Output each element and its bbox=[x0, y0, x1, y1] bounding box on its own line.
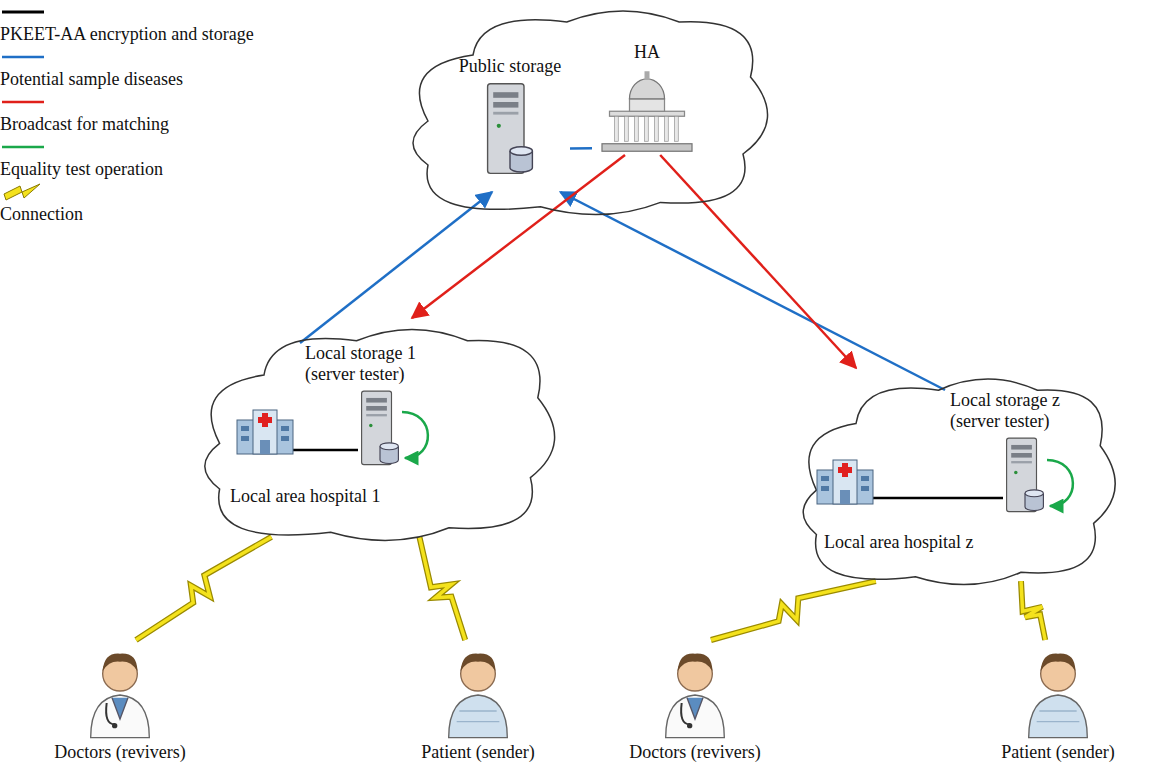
icon-holder bbox=[597, 66, 697, 154]
storage-node: Public storage bbox=[450, 56, 570, 192]
node-label: Public storage bbox=[459, 56, 561, 77]
connector-line bbox=[560, 192, 945, 390]
server-tester-node: Local storage z (server tester) bbox=[945, 390, 1105, 525]
connector bbox=[300, 192, 492, 343]
connection-bolt bbox=[711, 581, 876, 640]
encryption-storage-line bbox=[293, 449, 358, 452]
hospital-holder bbox=[815, 456, 875, 506]
legend-text: Equality test operation bbox=[0, 159, 163, 179]
hospital-cloud: Local area hospital z Local storage z (se… bbox=[790, 368, 1120, 590]
legend-sample bbox=[0, 45, 46, 69]
icon-holder bbox=[1002, 435, 1048, 517]
bolt-outline bbox=[1021, 581, 1045, 640]
legend-text: Broadcast for matching bbox=[0, 114, 169, 134]
legend-text: Connection bbox=[0, 204, 83, 224]
patient-icon bbox=[1018, 643, 1098, 739]
person-node: Doctors (revivers) bbox=[615, 640, 775, 768]
connection-bolt bbox=[419, 537, 465, 640]
bolt-fill bbox=[711, 581, 876, 640]
legend-sample bbox=[0, 135, 46, 159]
icon-holder bbox=[357, 388, 403, 470]
equality-test-loop bbox=[402, 412, 428, 458]
icon-holder bbox=[1018, 643, 1098, 739]
connector-line bbox=[660, 155, 856, 368]
legend-text: PKEET-AA encryption and storage bbox=[0, 24, 254, 44]
bolt-outline bbox=[136, 537, 271, 640]
connector bbox=[660, 155, 856, 368]
person-node: Patient (sender) bbox=[978, 640, 1138, 768]
connector-line bbox=[412, 155, 625, 318]
cloud-outline bbox=[413, 11, 768, 215]
bolt-outline bbox=[711, 581, 876, 640]
cloud-outline bbox=[803, 379, 1115, 584]
node-label: Local storage z (server tester) bbox=[950, 390, 1100, 432]
person-node: Patient (sender) bbox=[398, 640, 558, 768]
server-tester-node: Local storage 1 (server tester) bbox=[300, 343, 460, 478]
encryption-storage-line bbox=[873, 497, 1003, 500]
icon-holder bbox=[438, 643, 518, 739]
icon-holder bbox=[655, 643, 735, 739]
bolt-outline bbox=[419, 537, 465, 640]
ha-building-icon bbox=[597, 66, 697, 154]
legend-row: PKEET-AA encryption and storage bbox=[0, 0, 1149, 45]
bolt-fill bbox=[1021, 581, 1045, 640]
hospital-icon bbox=[235, 406, 295, 456]
legend-row: Potential sample diseases bbox=[0, 45, 1149, 90]
connector-line bbox=[570, 147, 592, 150]
connector-line bbox=[300, 192, 492, 343]
server-icon bbox=[357, 388, 403, 470]
authority-node: HA bbox=[592, 42, 702, 155]
legend-sample bbox=[0, 0, 46, 24]
legend-text: Potential sample diseases bbox=[0, 69, 183, 89]
legend-sample bbox=[0, 180, 46, 204]
node-label: Patient (sender) bbox=[421, 742, 534, 763]
person-node: Doctors (revivers) bbox=[40, 640, 200, 768]
icon-holder bbox=[482, 80, 538, 180]
node-label: Local area hospital 1 bbox=[230, 486, 380, 507]
node-label: Local storage 1 (server tester) bbox=[305, 343, 455, 385]
server-icon bbox=[1002, 435, 1048, 517]
server-icon bbox=[482, 80, 538, 180]
node-label: Local area hospital z bbox=[824, 532, 973, 553]
node-label: Doctors (revivers) bbox=[54, 742, 185, 763]
hospital-cloud: Local area hospital 1 Local storage 1 (se… bbox=[190, 318, 560, 546]
bolt-fill bbox=[136, 537, 271, 640]
doctor-icon bbox=[80, 643, 160, 739]
bolt-fill bbox=[419, 537, 465, 640]
connector bbox=[560, 192, 945, 390]
legend-row: Broadcast for matching bbox=[0, 90, 1149, 135]
patient-icon bbox=[438, 643, 518, 739]
icon-holder bbox=[80, 643, 160, 739]
hospital-holder bbox=[235, 406, 295, 456]
legend-row: Connection bbox=[0, 180, 1149, 225]
equality-test-loop bbox=[1047, 460, 1073, 506]
connection-bolt bbox=[1021, 581, 1045, 640]
doctor-icon bbox=[655, 643, 735, 739]
cloud-outline bbox=[205, 329, 555, 540]
connector bbox=[412, 155, 625, 318]
legend-row: Equality test operation bbox=[0, 135, 1149, 180]
connector bbox=[570, 148, 592, 149]
connection-bolt bbox=[136, 537, 271, 640]
legend-sample bbox=[0, 90, 46, 114]
node-label: Doctors (revivers) bbox=[629, 742, 760, 763]
node-label: HA bbox=[634, 42, 660, 63]
node-label: Patient (sender) bbox=[1001, 742, 1114, 763]
hospital-icon bbox=[815, 456, 875, 506]
